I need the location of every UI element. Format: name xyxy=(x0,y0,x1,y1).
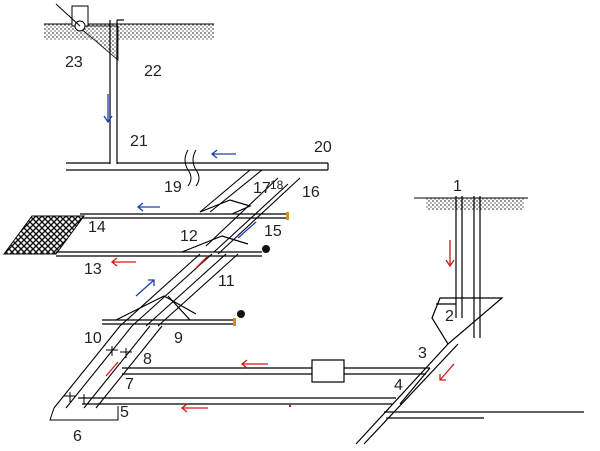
arrow-icon xyxy=(135,279,155,297)
airway-7 xyxy=(122,367,430,375)
arrow-icon xyxy=(445,240,455,268)
label-3: 3 xyxy=(418,345,427,362)
airway-20 xyxy=(66,162,329,171)
arrow-icon xyxy=(110,257,136,267)
label-18: 18 xyxy=(270,178,284,192)
inclined-airways xyxy=(53,169,301,409)
label-1: 1 xyxy=(453,178,462,195)
label-9: 9 xyxy=(174,330,183,347)
label-2: 2 xyxy=(445,308,454,325)
labels: 1 2 3 4 5 6 7 8 9 10 11 12 13 14 15 16 1… xyxy=(65,54,462,445)
arrow-icon xyxy=(136,202,160,212)
arrow-icon xyxy=(195,255,209,269)
arrow-icon xyxy=(237,221,257,239)
label-15: 15 xyxy=(264,223,282,240)
doors-8 xyxy=(64,346,132,404)
arrow-icon xyxy=(180,403,208,413)
shaft-22 xyxy=(109,19,124,164)
coal-face-left xyxy=(3,215,85,255)
arrow-icon xyxy=(103,94,113,124)
incline-2-4 xyxy=(355,297,504,445)
label-13: 13 xyxy=(84,261,102,278)
door-icon xyxy=(286,212,289,220)
return-air-arrows xyxy=(105,240,455,413)
label-6: 6 xyxy=(73,428,82,445)
label-8: 8 xyxy=(143,351,152,368)
label-7: 7 xyxy=(125,376,134,393)
arrow-icon xyxy=(439,363,455,381)
label-17: 17 xyxy=(253,180,271,197)
label-21: 21 xyxy=(130,133,148,150)
break-mark-19 xyxy=(184,149,200,187)
ground-surface-right xyxy=(426,198,524,210)
airway-10 xyxy=(102,295,236,325)
label-12: 12 xyxy=(180,228,198,245)
surface-left xyxy=(44,3,214,61)
airway-14 xyxy=(80,199,288,219)
fresh-air-arrows xyxy=(103,94,257,297)
arrow-icon xyxy=(240,359,268,369)
label-23: 23 xyxy=(65,54,83,71)
label-4: 4 xyxy=(394,377,403,394)
airway-13 xyxy=(56,235,262,257)
regulator-icon xyxy=(262,245,270,253)
label-10: 10 xyxy=(84,330,102,347)
regulator-icon xyxy=(237,310,245,318)
label-14: 14 xyxy=(88,219,106,236)
fan-station xyxy=(311,359,345,383)
arrow-icon xyxy=(105,361,119,377)
label-5: 5 xyxy=(120,404,129,421)
label-11: 11 xyxy=(218,273,235,290)
label-20: 20 xyxy=(314,139,332,156)
label-16: 16 xyxy=(302,184,320,201)
ground-triangle xyxy=(76,25,119,61)
loop-6 xyxy=(49,406,119,421)
arrow-icon xyxy=(210,149,236,159)
label-19: 19 xyxy=(164,179,182,196)
airway-5 xyxy=(78,397,584,419)
label-22: 22 xyxy=(144,63,162,80)
shaft-1 xyxy=(455,196,481,338)
door-icon xyxy=(233,318,236,326)
ground-surface-left xyxy=(44,24,214,40)
surface-right xyxy=(414,197,528,210)
